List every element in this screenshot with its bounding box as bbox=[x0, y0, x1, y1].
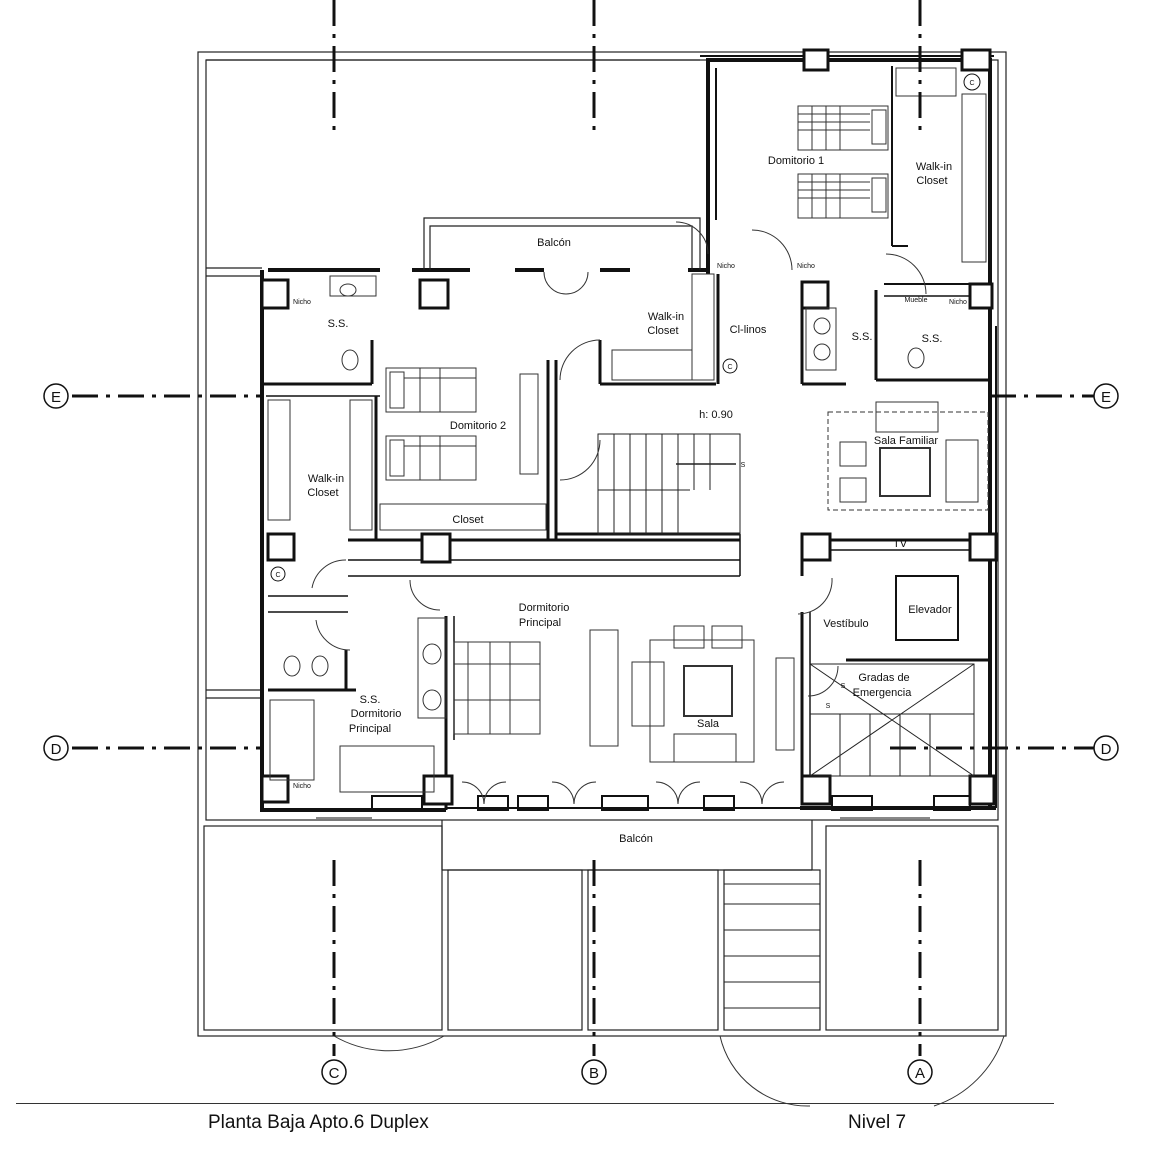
closet-hatch-1 bbox=[895, 67, 987, 263]
label-gradas-a: Gradas de bbox=[858, 672, 909, 684]
label-walkin-1a: Walk-in bbox=[916, 161, 952, 173]
axis-marker-c: C bbox=[321, 1059, 347, 1085]
label-ss-3: S.S. bbox=[922, 333, 943, 345]
closet-hatch-2 bbox=[611, 273, 715, 381]
main-walls bbox=[260, 55, 997, 812]
small-labels: Nicho Nicho Nicho Nicho Nicho Mueble C C… bbox=[270, 73, 981, 790]
axis-marker-e-right: E bbox=[1093, 383, 1119, 409]
label-vestibulo: Vestíbulo bbox=[823, 618, 868, 630]
axis-marker-d-right: D bbox=[1093, 735, 1119, 761]
lower-bays bbox=[203, 820, 999, 1031]
exterior-stair bbox=[724, 883, 820, 1009]
axis-marker-b: B bbox=[581, 1059, 607, 1085]
label-closet: Closet bbox=[452, 514, 483, 526]
label-nicho-4: Nicho bbox=[949, 299, 967, 306]
label-sala: Sala bbox=[697, 718, 720, 730]
label-nicho-5: Nicho bbox=[293, 783, 311, 790]
label-gradas-b: Emergencia bbox=[853, 687, 913, 699]
bed-principal bbox=[453, 629, 619, 747]
bath-principal-fixtures bbox=[269, 617, 447, 793]
label-nicho-2: Nicho bbox=[717, 263, 735, 270]
label-walkin-2b: Closet bbox=[647, 325, 678, 337]
label-cl-linos: Cl-linos bbox=[730, 324, 767, 336]
label-walkin-2a: Walk-in bbox=[648, 311, 684, 323]
svg-text:E: E bbox=[51, 389, 61, 406]
axis-marker-d-left: D bbox=[43, 735, 69, 761]
label-ss-2: S.S. bbox=[852, 331, 873, 343]
bed-dormitorio-2 bbox=[385, 367, 539, 481]
label-walkin-3b: Closet bbox=[307, 487, 338, 499]
elevator-box bbox=[895, 575, 959, 641]
label-elevador: Elevador bbox=[908, 604, 952, 616]
label-dormitorio-2: Domitorio 2 bbox=[450, 420, 506, 432]
label-ss-principal-c: Principal bbox=[349, 723, 391, 735]
interior-walls bbox=[262, 66, 990, 810]
emergency-stair bbox=[809, 663, 975, 777]
ss-fixtures bbox=[329, 275, 925, 371]
windows bbox=[261, 400, 991, 819]
label-ss-principal-b: Dormitorio bbox=[351, 708, 402, 720]
label-balcon-bottom: Balcón bbox=[619, 833, 653, 845]
label-c-2: C bbox=[727, 364, 732, 371]
svg-text:E: E bbox=[1101, 389, 1111, 406]
label-dormitorio-1: Domitorio 1 bbox=[768, 155, 824, 167]
label-nicho-1: Nicho bbox=[293, 299, 311, 306]
label-sala-familiar: Sala Familiar bbox=[874, 435, 939, 447]
label-nicho-3: Nicho bbox=[797, 263, 815, 270]
drawing-title: Planta Baja Apto.6 Duplex bbox=[208, 1112, 429, 1133]
room-labels: Balcón Balcón Domitorio 1 Walk-in Closet… bbox=[307, 155, 952, 845]
label-c-3: C bbox=[275, 572, 280, 579]
balcony-top bbox=[423, 217, 701, 270]
label-walkin-1b: Closet bbox=[916, 175, 947, 187]
grid-lines bbox=[72, 0, 1110, 1056]
svg-text:D: D bbox=[51, 741, 62, 758]
sala-furniture bbox=[631, 625, 795, 763]
axis-marker-a: A bbox=[907, 1059, 933, 1085]
footer-rule bbox=[16, 1103, 1054, 1104]
sala-familiar-furniture bbox=[827, 401, 989, 511]
label-c-1: C bbox=[969, 80, 974, 87]
door-swings bbox=[311, 221, 1005, 1107]
label-s-3: S bbox=[826, 703, 831, 710]
main-stair bbox=[597, 433, 741, 535]
axis-marker-e-left: E bbox=[43, 383, 69, 409]
level-title: Nivel 7 bbox=[848, 1112, 907, 1133]
closet-hatch-3 bbox=[267, 399, 547, 531]
svg-text:B: B bbox=[589, 1065, 599, 1082]
label-s-2: S bbox=[841, 683, 846, 690]
label-s-1: S bbox=[741, 462, 746, 469]
svg-text:D: D bbox=[1101, 741, 1112, 758]
lot-outline bbox=[197, 51, 1007, 1037]
label-mueble: Mueble bbox=[905, 297, 928, 304]
svg-text:A: A bbox=[915, 1065, 925, 1082]
label-walkin-3a: Walk-in bbox=[308, 473, 344, 485]
label-balcon-top: Balcón bbox=[537, 237, 571, 249]
bed-dormitorio-1 bbox=[797, 105, 889, 219]
svg-text:C: C bbox=[329, 1065, 340, 1082]
label-dorm-principal-b: Principal bbox=[519, 617, 561, 629]
label-ss-principal-a: S.S. bbox=[360, 694, 381, 706]
label-tv: TV bbox=[893, 538, 908, 550]
label-stair-height: h: 0.90 bbox=[699, 409, 733, 421]
label-ss-1: S.S. bbox=[328, 318, 349, 330]
label-dorm-principal-a: Dormitorio bbox=[519, 602, 570, 614]
